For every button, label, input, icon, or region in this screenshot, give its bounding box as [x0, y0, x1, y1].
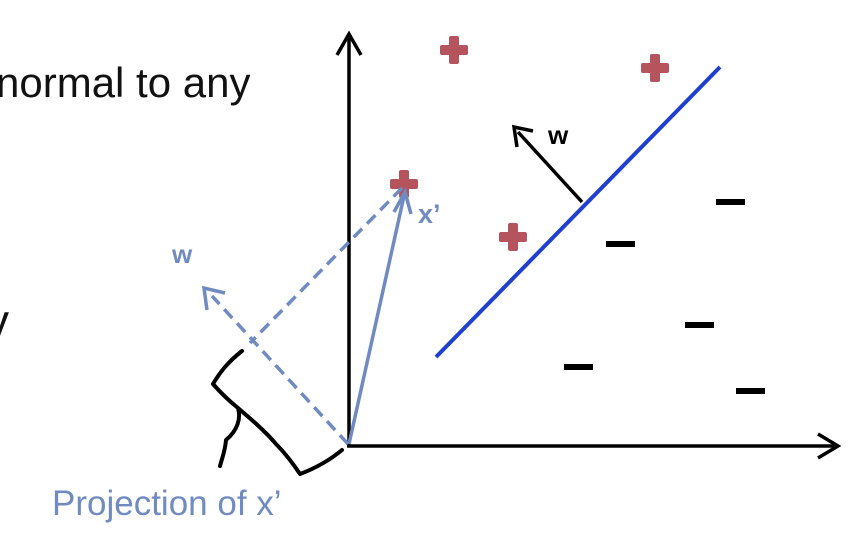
projection-dashed-line: [248, 186, 404, 345]
plus-marker: [499, 223, 527, 251]
w-normal-arrowhead: [511, 124, 534, 148]
slide-text-left: y: [0, 295, 9, 347]
axes: [335, 30, 842, 460]
w-normal-arrow: [516, 130, 584, 204]
minus-marker: [736, 388, 765, 394]
x-prime-vector: [347, 195, 406, 445]
w-label-blue: w: [171, 239, 193, 269]
projection-brace: [211, 349, 344, 476]
plus-marker: [440, 36, 468, 64]
x-prime-arrowhead: [392, 187, 413, 215]
minus-markers: [564, 199, 765, 394]
x-prime-label: x’: [418, 199, 441, 229]
w-direction-arrowhead: [201, 285, 226, 311]
y-axis-arrowhead: [335, 30, 363, 56]
minus-marker: [716, 199, 745, 205]
minus-marker: [564, 364, 593, 370]
x-axis-arrowhead: [817, 432, 842, 460]
decision-boundary-line: [434, 65, 722, 359]
plus-markers: [390, 36, 669, 251]
plus-marker: [641, 54, 669, 82]
projection-caption: Projection of x’: [52, 484, 282, 523]
minus-marker: [685, 322, 714, 328]
w-label-black: w: [547, 120, 569, 150]
slide-text-top: normal to any: [0, 59, 250, 106]
minus-marker: [606, 241, 635, 247]
w-direction-dashed: [210, 294, 350, 446]
